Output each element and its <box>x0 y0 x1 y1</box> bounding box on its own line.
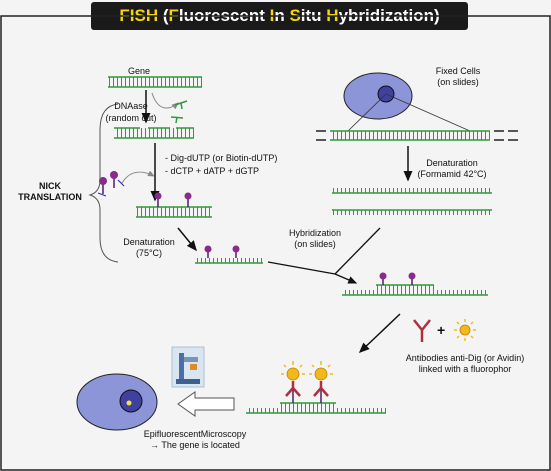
fluorophore-icon <box>454 319 476 341</box>
label-denaturation-1-temp: (75°C) <box>135 248 163 258</box>
antibody-arrow <box>358 313 401 354</box>
label-hybridization: Hybridization <box>288 228 342 238</box>
hybridization-line-probe <box>267 261 336 275</box>
excised-nucleotides <box>170 100 188 124</box>
plus-sign: + <box>437 322 446 338</box>
observation-arrow <box>177 391 235 417</box>
fixed-cell <box>343 72 413 120</box>
labeled-probe-dsdna <box>136 192 212 218</box>
hybridization-line-target <box>334 227 381 275</box>
ss-probe <box>195 245 263 264</box>
label-fixed-cells: Fixed Cells <box>435 66 481 76</box>
labeled-nucleotide-icon <box>97 171 125 197</box>
gene-dsdna <box>108 76 202 88</box>
label-denaturation-2: Denaturation <box>426 158 478 168</box>
label-on-slides-1: (on slides) <box>437 77 479 87</box>
antibody-icon <box>413 319 431 342</box>
label-fluorophor: linked with a fluorophor <box>418 364 512 374</box>
label-epifluorescent-microscopy: EpifluorescentMicroscopy <box>143 429 247 439</box>
detected-hybrid <box>246 361 386 414</box>
nick-translation-brace <box>88 103 119 263</box>
label-antibodies: Antibodies anti-Dig (or Avidin) <box>405 353 525 363</box>
incorporation-arrow <box>121 170 155 184</box>
frame-border <box>0 15 551 471</box>
label-denaturation-1: Denaturation <box>123 237 175 247</box>
label-on-slides-2: (on slides) <box>294 239 336 249</box>
zoom-line-left <box>347 93 387 132</box>
label-denaturation-2-cond: (Formamid 42°C) <box>417 169 487 179</box>
denatured-chromosomal-dna <box>332 188 492 215</box>
label-gene: Gene <box>128 66 151 76</box>
label-dntps: - dCTP + dATP + dGTP <box>165 166 260 176</box>
nicked-dsdna <box>114 127 194 139</box>
zoom-line-right <box>385 93 471 132</box>
microscope-icon <box>171 346 205 388</box>
label-nick: NICK <box>39 181 61 191</box>
label-dig-dutp: - Dig-dUTP (or Biotin-dUTP) <box>165 153 278 163</box>
label-translation: TRANSLATION <box>18 192 82 202</box>
hybridized-dna <box>342 272 488 296</box>
denaturation-arrow-1 <box>177 227 197 252</box>
label-gene-located: → The gene is located <box>150 440 240 450</box>
chromosomal-dsdna <box>316 130 518 141</box>
hybridization-arrow <box>334 273 358 284</box>
label-random-cut: (random cut) <box>105 113 157 123</box>
label-dnaase: DNAase <box>114 101 148 111</box>
located-gene-cell <box>76 373 158 431</box>
